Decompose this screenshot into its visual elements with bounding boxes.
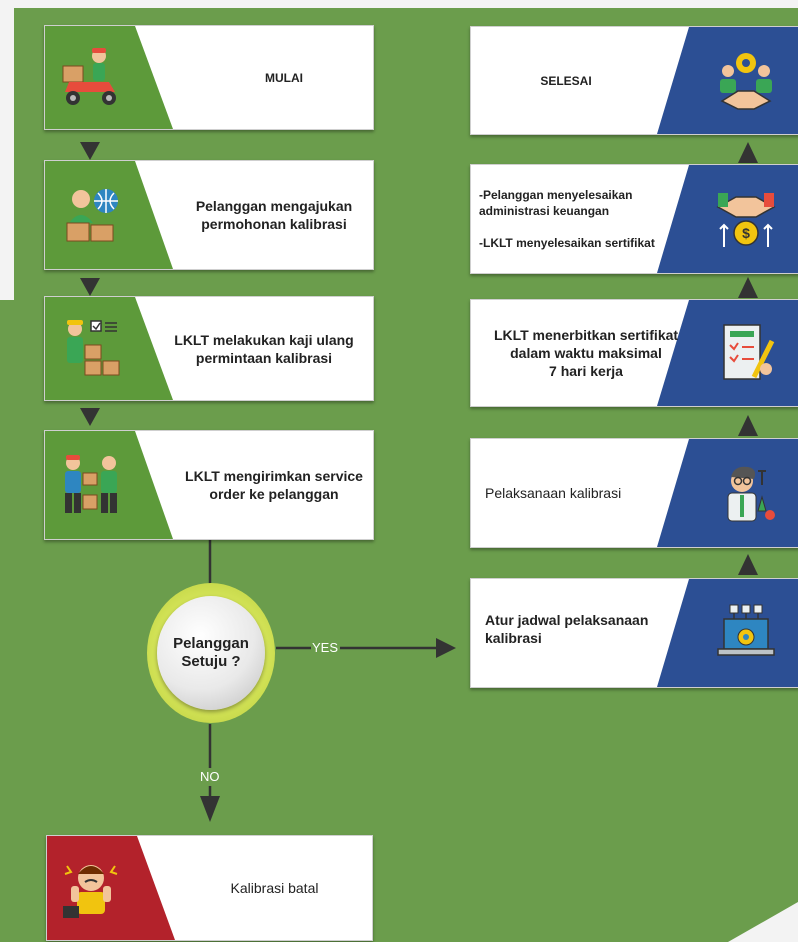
yes-label: YES <box>312 640 339 655</box>
top-margin <box>0 0 798 8</box>
no-label: NO <box>200 769 220 784</box>
node-terbit: LKLT menerbitkan sertifikat dalam waktu … <box>470 299 798 407</box>
decision-label: Pelanggan Setuju ? <box>173 635 249 670</box>
money-handshake-icon: $ <box>716 193 776 247</box>
node-batal: Kalibrasi batal <box>46 835 373 941</box>
arrow-up-1 <box>738 142 758 163</box>
node-jadwal: Atur jadwal pelaksanaan kalibrasi <box>470 578 798 688</box>
green-band <box>45 161 173 269</box>
green-band <box>45 26 173 129</box>
node-pelaksanaan: Pelaksanaan kalibrasi <box>470 438 798 548</box>
pelaksanaan-label: Pelaksanaan kalibrasi <box>485 485 622 501</box>
decision-disc <box>157 596 265 710</box>
arrow-up-4 <box>738 554 758 575</box>
selesai-label: SELESAI <box>540 73 592 88</box>
arrow-up-3 <box>738 415 758 436</box>
customer-globe-icon <box>66 189 118 242</box>
admin-label: -Pelanggan menyelesaikan administrasi ke… <box>479 188 655 250</box>
node-step3: LKLT mengirimkan service order ke pelang… <box>44 430 374 540</box>
delivery-scooter-icon <box>62 47 116 105</box>
stressed-person-icon <box>63 865 118 918</box>
terbit-label: LKLT menerbitkan sertifikat dalam waktu … <box>493 327 679 379</box>
arrow-down-3 <box>80 408 100 426</box>
decision-node: Pelanggan Setuju ? <box>147 583 275 723</box>
scientist-icon <box>727 466 775 522</box>
laptop-schedule-icon <box>717 604 775 656</box>
node-admin: $ -Pelanggan menyelesaikan administrasi … <box>470 164 798 274</box>
step3-label: LKLT mengirimkan service order ke pelang… <box>185 468 363 502</box>
node-selesai: SELESAI <box>470 26 798 135</box>
yes-arrowhead <box>436 638 456 658</box>
handover-icon <box>65 455 117 513</box>
no-arrowhead <box>200 796 220 822</box>
left-margin <box>0 0 14 300</box>
jadwal-label: Atur jadwal pelaksanaan kalibrasi <box>485 612 649 646</box>
svg-text:$: $ <box>742 225 750 241</box>
arrow-down-2 <box>80 278 100 296</box>
handshake-gears-icon <box>720 52 772 110</box>
checklist-boxes-icon <box>67 319 120 375</box>
node-step1: Pelanggan mengajukan permohonan kalibras… <box>44 160 374 270</box>
step1-label: Pelanggan mengajukan permohonan kalibras… <box>195 198 353 232</box>
node-step2: LKLT melakukan kaji ulang permintaan kal… <box>44 296 374 401</box>
mulai-label: MULAI <box>265 70 303 85</box>
step2-label: LKLT melakukan kaji ulang permintaan kal… <box>174 331 354 366</box>
blue-band <box>657 439 798 547</box>
blue-band <box>657 165 798 273</box>
batal-label: Kalibrasi batal <box>230 880 319 896</box>
certificate-icon <box>723 324 775 380</box>
node-mulai: MULAI <box>44 25 374 130</box>
arrow-down-1 <box>80 142 100 160</box>
arrow-up-2 <box>738 277 758 298</box>
